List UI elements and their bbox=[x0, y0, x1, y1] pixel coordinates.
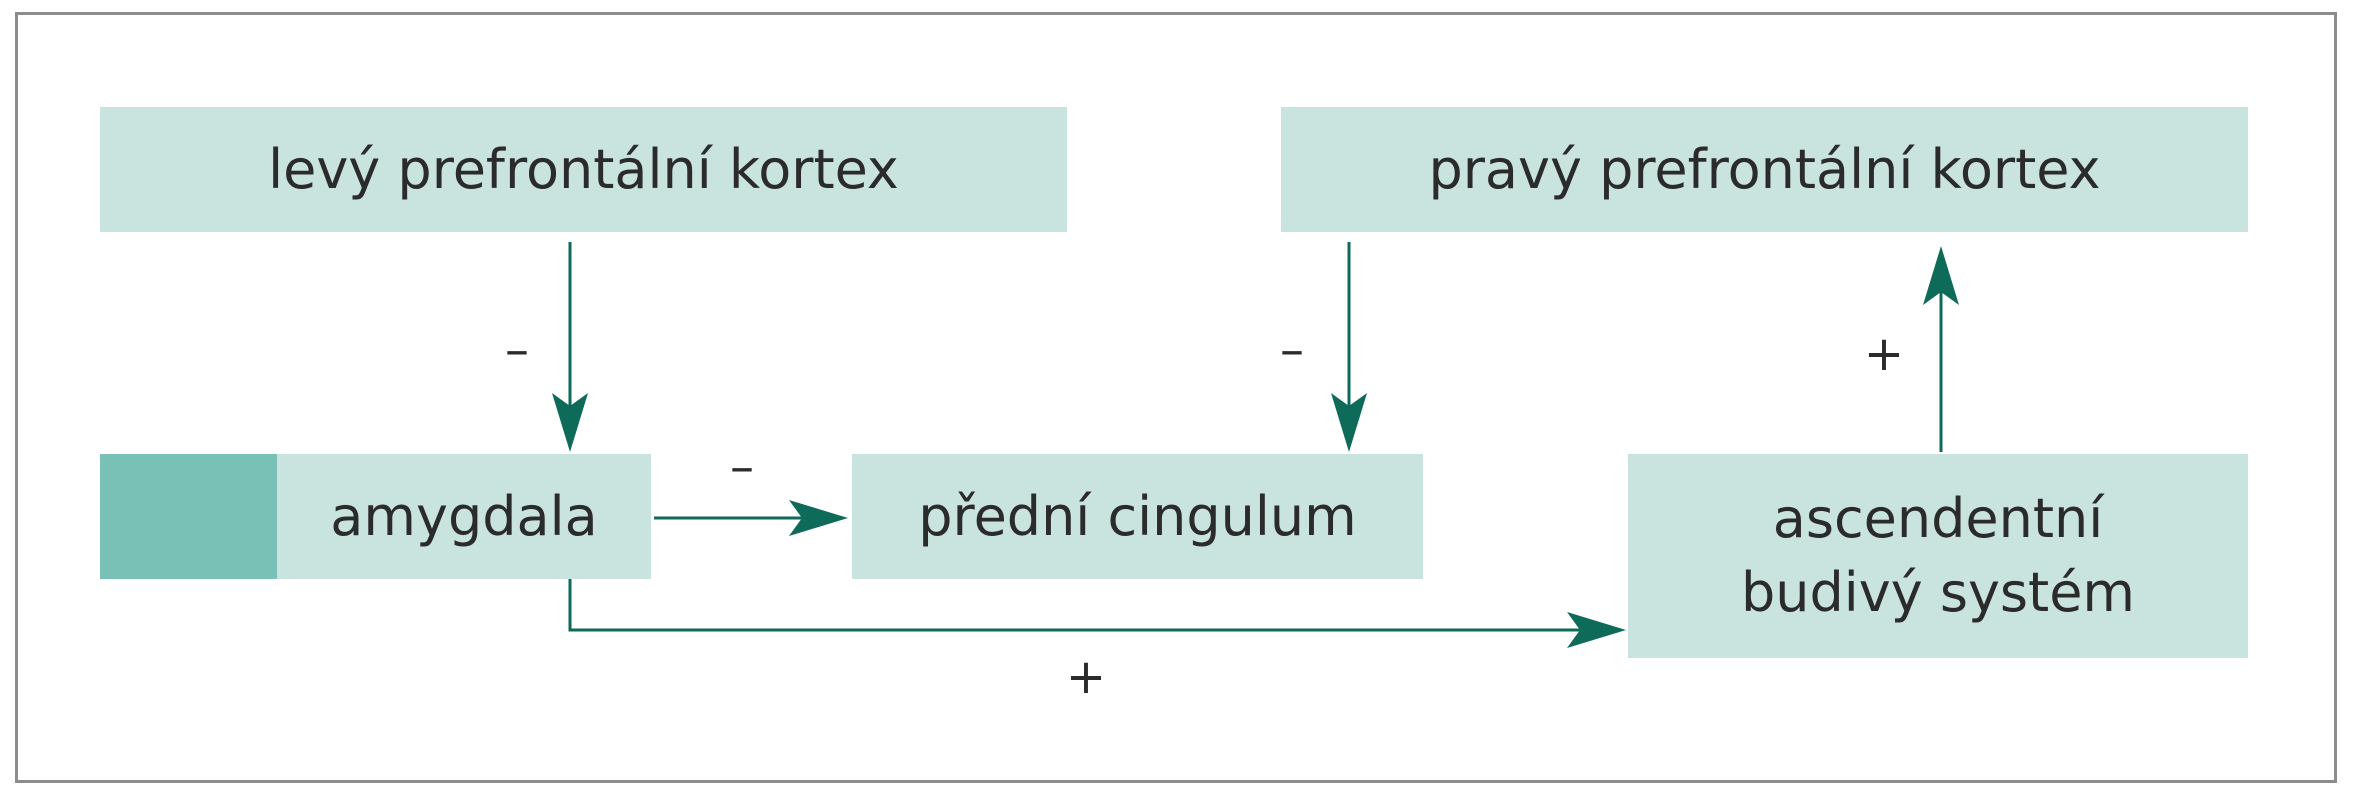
node-anterior-cingulate: přední cingulum bbox=[852, 454, 1423, 579]
node-label: pravý prefrontální kortex bbox=[1428, 137, 2101, 201]
sign-amygdala-cingulate: – bbox=[730, 439, 754, 495]
node-ascending-arousal-system: ascendentní budivý systém bbox=[1628, 454, 2248, 658]
arrow-amygdala-to-arousal bbox=[568, 579, 1626, 648]
node-label-line-1: ascendentní bbox=[1772, 487, 2104, 550]
sign-left-pfc-amygdala: – bbox=[505, 322, 529, 378]
node-left-prefrontal-cortex: levý prefrontální kortex bbox=[100, 107, 1067, 232]
sign-amygdala-arousal: + bbox=[1065, 649, 1107, 705]
node-label-line-2: budivý systém bbox=[1740, 561, 2136, 624]
node-label: přední cingulum bbox=[918, 484, 1357, 548]
amygdala-accent-block bbox=[100, 454, 277, 579]
node-right-prefrontal-cortex: pravý prefrontální kortex bbox=[1281, 107, 2248, 232]
node-label: amygdala bbox=[330, 484, 598, 548]
node-amygdala: amygdala bbox=[277, 454, 651, 579]
arrow-left-pfc-to-amygdala bbox=[552, 242, 588, 452]
arrow-amygdala-to-cingulate bbox=[654, 500, 848, 536]
sign-arousal-right-pfc: + bbox=[1863, 326, 1905, 382]
diagram-frame bbox=[15, 12, 2337, 783]
arrow-right-pfc-to-cingulate bbox=[1331, 242, 1367, 452]
node-label: levý prefrontální kortex bbox=[268, 137, 899, 201]
arrow-arousal-to-right-pfc bbox=[1923, 246, 1959, 452]
sign-right-pfc-cingulate: – bbox=[1280, 322, 1304, 378]
